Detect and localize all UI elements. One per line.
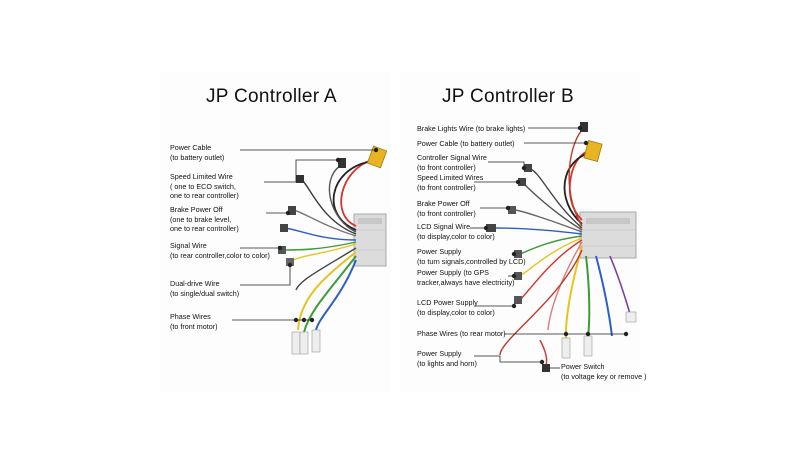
label-b-brake-lights: Brake Lights Wire (to brake lights) <box>417 124 526 133</box>
label-b-controller-signal: Controller Signal Wire(to front controll… <box>417 153 487 172</box>
label-b-lcd-signal: LCD Signal Wire(to display,color to colo… <box>417 222 495 241</box>
controller-a-connectors <box>278 145 388 355</box>
controller-a-wires <box>281 159 373 333</box>
label-a-dual-drive: Dual-drive Wire(to single/dual switch) <box>170 279 240 298</box>
label-a-speed-limited: Speed Limited Wire( one to ECO switch,on… <box>170 172 239 200</box>
label-a-power-cable: Power Cable(to battery outlet) <box>170 143 225 162</box>
controller-a-leaders <box>232 147 379 323</box>
controller-b-connectors <box>486 122 637 372</box>
label-b-power-supply-lights: Power Supply(to lights and horn) <box>417 349 477 368</box>
controller-b-title: JP Controller B <box>442 86 574 107</box>
label-b-power-cable: Power Cable (to battery outlet) <box>417 139 515 148</box>
label-b-power-supply-turn: Power Supply(to turn signals,controlled … <box>417 247 526 266</box>
controller-a-title: JP Controller A <box>206 86 337 107</box>
controller-a-housing <box>353 213 387 267</box>
label-a-brake-power: Brake Power Off(one to brake level,one t… <box>170 205 239 233</box>
label-b-brake-power: Brake Power Off(to front controller) <box>417 199 476 218</box>
label-b-power-switch: Power Switch(to voltage key or remove ) <box>561 362 647 381</box>
label-a-signal-wire: Signal Wire(to rear controller,color to … <box>170 241 270 260</box>
controller-b-leaders <box>470 125 629 369</box>
label-b-speed-limited: Speed Limited Wires(to front controller) <box>417 173 484 192</box>
label-b-lcd-power: LCD Power Supply(to display,color to col… <box>417 298 495 317</box>
label-a-phase-wires: Phase Wires(to front motor) <box>170 312 218 331</box>
controller-b-housing <box>579 211 637 259</box>
label-b-phase-wires: Phase Wires (to rear motor) <box>417 329 506 338</box>
